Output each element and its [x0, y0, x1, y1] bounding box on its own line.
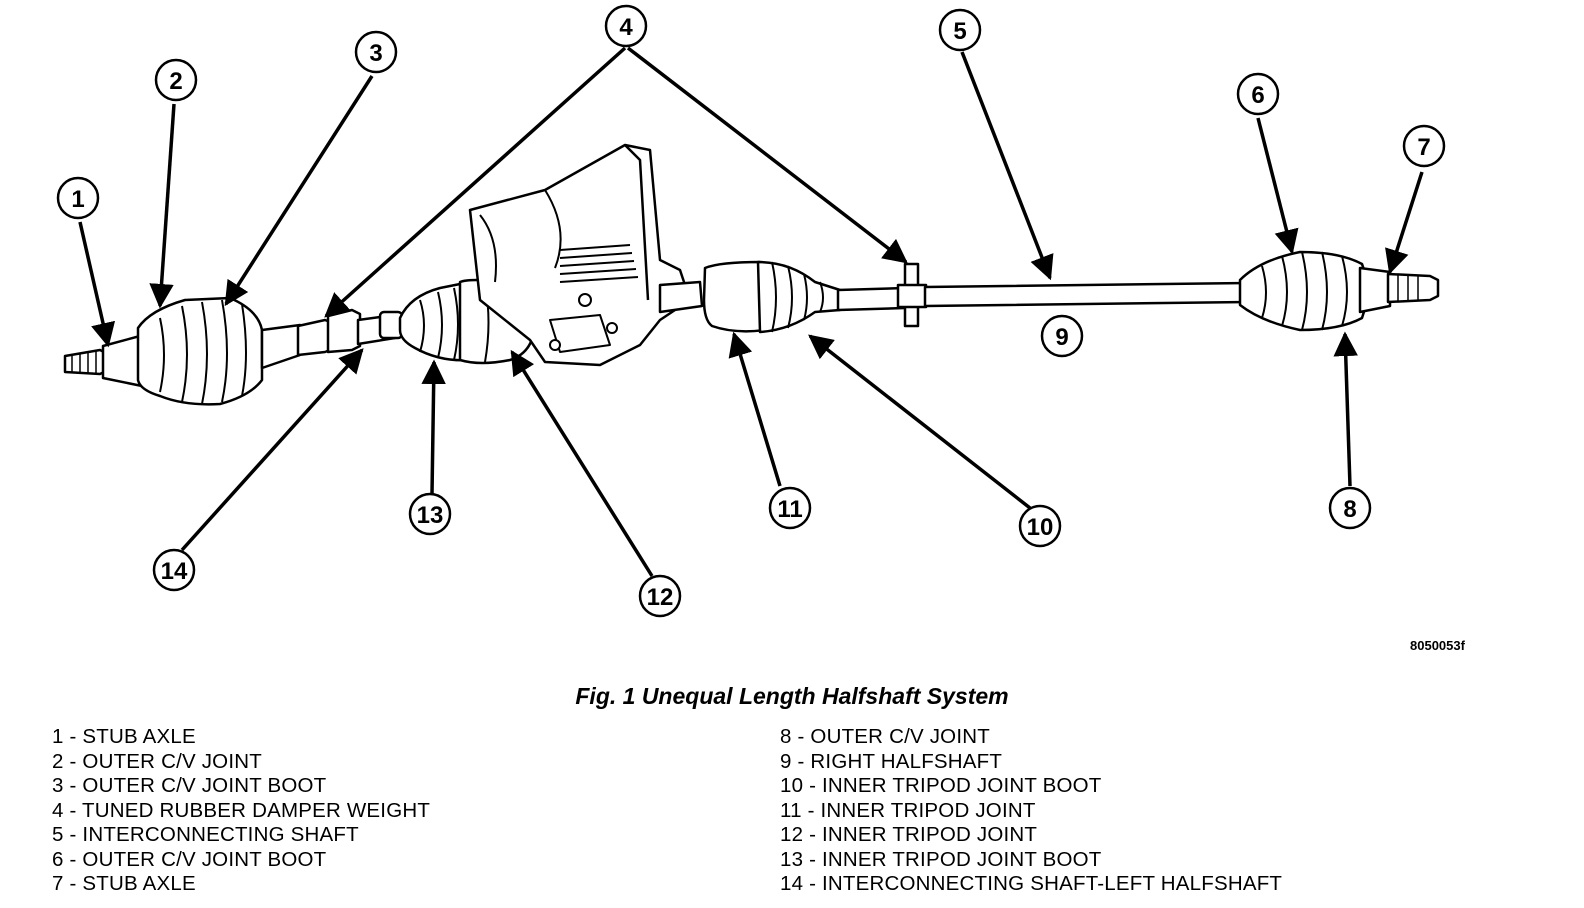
figure-caption: Fig. 1 Unequal Length Halfshaft System [575, 683, 1009, 709]
left-stub-axle [63, 334, 144, 388]
callout-13-label: 13 [417, 502, 444, 529]
legend-item: 3 - OUTER C/V JOINT BOOT [52, 774, 327, 797]
callout-6-label: 6 [1251, 82, 1264, 109]
legend-item: 2 - OUTER C/V JOINT [52, 749, 262, 773]
callout-5: 5 [938, 8, 982, 52]
leader-arrows [78, 46, 1424, 577]
leader-13 [421, 359, 446, 495]
callout-5-label: 5 [953, 18, 966, 45]
transaxle-housing [468, 143, 704, 367]
leader-11 [728, 331, 782, 487]
callout-14: 14 [152, 548, 196, 592]
leader-8 [1333, 331, 1358, 487]
legend-item: 6 - OUTER C/V JOINT BOOT [52, 847, 327, 871]
callouts: 1 2 3 4 5 6 7 8 [56, 4, 1446, 618]
legend-item: 11 - INNER TRIPOD JOINT [780, 798, 1036, 822]
legend-item: 8 - OUTER C/V JOINT [780, 725, 990, 748]
callout-8: 8 [1328, 486, 1372, 530]
left-interconnecting-shaft [296, 308, 404, 357]
legend-item: 4 - TUNED RUBBER DAMPER WEIGHT [52, 798, 431, 822]
callout-7: 7 [1402, 124, 1446, 168]
callout-10: 10 [1018, 504, 1062, 548]
right-interconnecting-shaft [836, 262, 1250, 328]
legend-right-column: 8 - OUTER C/V JOINT 9 - RIGHT HALFSHAFT … [780, 725, 1282, 897]
callout-4-label: 4 [619, 14, 633, 41]
callout-12-label: 12 [647, 584, 674, 611]
callout-2-label: 2 [169, 68, 182, 95]
left-outer-cv-joint [136, 296, 302, 406]
halfshaft-diagram: 1 2 3 4 5 6 7 8 [56, 4, 1446, 618]
legend-item: 9 - RIGHT HALFSHAFT [780, 749, 1003, 773]
callout-3: 3 [354, 30, 398, 74]
callout-9: 9 [1040, 314, 1084, 358]
leader-14 [180, 348, 364, 552]
leader-1 [78, 221, 116, 348]
legend-item: 1 - STUB AXLE [52, 725, 196, 748]
leader-12 [510, 349, 654, 577]
callout-12: 12 [638, 574, 682, 618]
callout-4: 4 [604, 4, 648, 48]
callout-14-label: 14 [161, 558, 188, 585]
leader-5 [960, 51, 1054, 281]
leader-7 [1385, 171, 1424, 275]
callout-11: 11 [768, 486, 812, 530]
figure-id: 8050053f [1410, 638, 1465, 653]
legend-item: 5 - INTERCONNECTING SHAFT [52, 823, 359, 846]
callout-11-label: 11 [777, 496, 802, 523]
callout-1: 1 [56, 176, 100, 220]
legend-item: 10 - INNER TRIPOD JOINT BOOT [780, 774, 1102, 797]
leader-10 [808, 334, 1032, 510]
callout-10-label: 10 [1027, 514, 1054, 541]
legend-item: 13 - INNER TRIPOD JOINT BOOT [780, 847, 1102, 871]
legend-left-column: 1 - STUB AXLE 2 - OUTER C/V JOINT 3 - OU… [52, 725, 430, 897]
halfshaft-assembly-drawing [63, 143, 1440, 406]
legend-item: 12 - INNER TRIPOD JOINT [780, 823, 1038, 846]
callout-2: 2 [154, 58, 198, 102]
callout-6: 6 [1236, 72, 1280, 116]
legend-item: 7 - STUB AXLE [52, 872, 196, 895]
callout-8-label: 8 [1343, 496, 1356, 523]
leader-2 [149, 103, 176, 309]
leader-6 [1256, 117, 1299, 255]
leader-3 [224, 75, 374, 307]
callout-3-label: 3 [369, 40, 382, 67]
leader-4b [626, 46, 908, 264]
leader-4a [324, 46, 627, 318]
callout-7-label: 7 [1417, 134, 1430, 161]
right-outer-cv-joint [1238, 250, 1440, 332]
right-inner-tripod [702, 260, 842, 334]
callout-13: 13 [408, 492, 452, 536]
callout-9-label: 9 [1055, 324, 1068, 351]
callout-1-label: 1 [71, 186, 84, 213]
legend-item: 14 - INTERCONNECTING SHAFT-LEFT HALFSHAF… [780, 872, 1283, 895]
